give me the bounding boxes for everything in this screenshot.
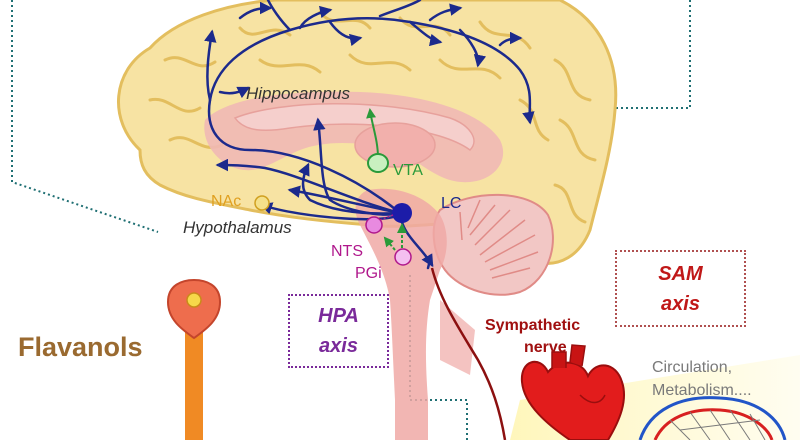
nts-label: NTS bbox=[331, 243, 363, 260]
pgi-nucleus bbox=[394, 248, 412, 266]
dotted-connector-left bbox=[11, 0, 159, 233]
nac-nucleus bbox=[254, 195, 270, 211]
pgi-label: PGi bbox=[355, 265, 382, 282]
corpus-callosum bbox=[233, 103, 475, 151]
sam-axis-line2: axis bbox=[661, 293, 700, 315]
thalamus bbox=[354, 122, 436, 168]
sympathetic-nerve bbox=[430, 267, 507, 440]
sam-axis-line1: SAM bbox=[658, 263, 703, 285]
flavanol-cell-icon bbox=[166, 278, 222, 440]
hpa-axis-line2: axis bbox=[319, 335, 358, 357]
hypothalamus-label: Hypothalamus bbox=[183, 218, 292, 237]
vta-label: VTA bbox=[393, 162, 423, 179]
sympathetic-nerve-line1: Sympathetic bbox=[485, 317, 581, 334]
lc-nucleus bbox=[392, 203, 412, 223]
nts-nucleus bbox=[365, 216, 383, 234]
pgi-green-link bbox=[383, 236, 396, 251]
spinal-extension bbox=[440, 300, 475, 375]
cortex-folds bbox=[148, 10, 597, 224]
lc-label: LC bbox=[441, 195, 462, 212]
sympathetic-nerve-line2: nerve bbox=[524, 339, 567, 356]
hpa-axis-box: HPA axis bbox=[288, 294, 389, 368]
circulation-label-line2: Metabolism.... bbox=[652, 382, 752, 399]
hpa-axis-line1: HPA bbox=[318, 305, 359, 327]
circulation-label-line1: Circulation, bbox=[652, 359, 733, 376]
flavanols-label: Flavanols bbox=[18, 332, 143, 362]
nac-label: NAc bbox=[211, 193, 242, 210]
sam-axis-box: SAM axis bbox=[615, 250, 746, 327]
blood-vessel-icon bbox=[638, 396, 787, 440]
heart-icon bbox=[520, 344, 626, 440]
vta-nucleus bbox=[367, 153, 389, 173]
cerebellum-folia bbox=[459, 199, 539, 279]
brainstem bbox=[355, 188, 447, 440]
hippocampus-label: Hippocampus bbox=[246, 84, 350, 103]
